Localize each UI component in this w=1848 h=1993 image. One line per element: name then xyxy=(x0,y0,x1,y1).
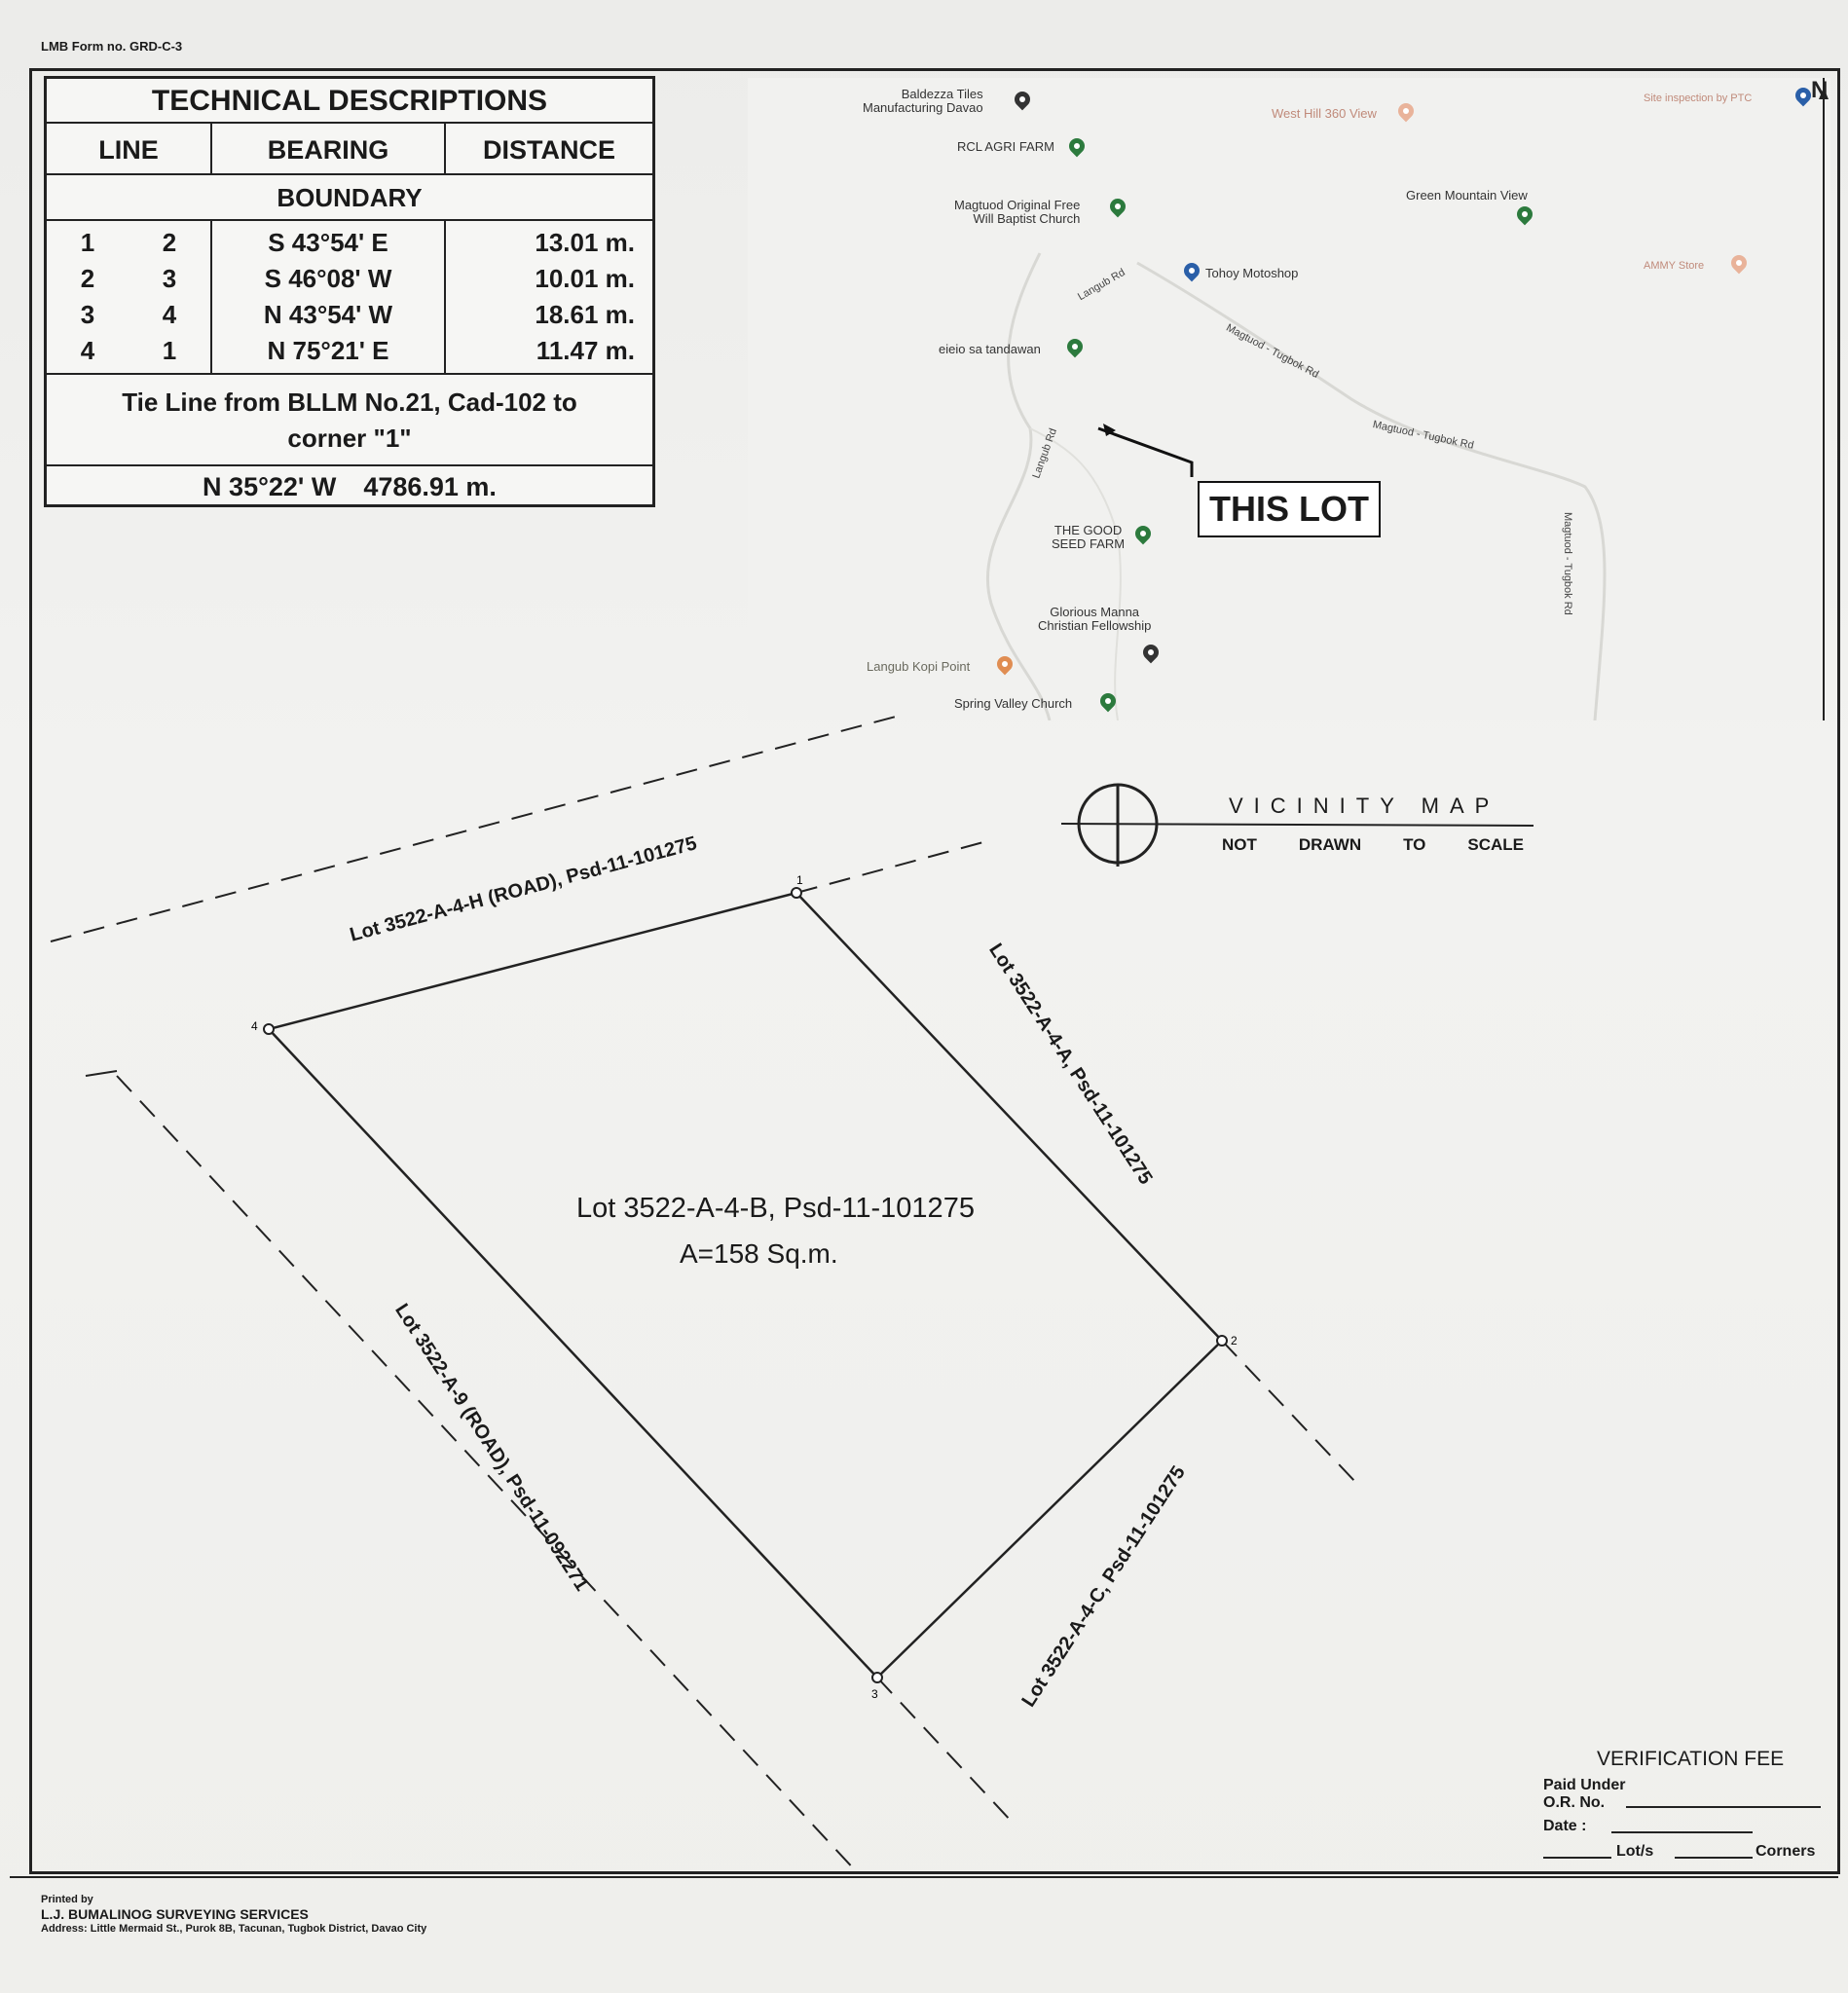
distance-cell: 18.61 m. xyxy=(535,300,635,329)
scale-word: NOT xyxy=(1222,835,1257,854)
distance-column: 13.01 m. 10.01 m. 18.61 m. 11.47 m. xyxy=(446,221,652,373)
line-to: 3 xyxy=(162,264,177,293)
header-distance: DISTANCE xyxy=(482,135,615,165)
poi-eieio: eieio sa tandawan xyxy=(939,342,1041,356)
line-from: 1 xyxy=(80,228,95,257)
corners-label: Corners xyxy=(1756,1843,1816,1860)
lot-main-name: Lot 3522-A-4-B, Psd-11-101275 xyxy=(576,1193,975,1224)
header-line: LINE xyxy=(47,124,212,173)
bearing-cell: N 75°21' E xyxy=(267,336,389,365)
vicinity-map-title: VICINITY MAP xyxy=(1229,794,1500,818)
distance-cell: 13.01 m. xyxy=(535,228,635,257)
line-from: 3 xyxy=(80,300,95,329)
distance-cell: 11.47 m. xyxy=(536,336,635,365)
distance-cell: 10.01 m. xyxy=(535,264,635,293)
scale-note: NOT DRAWN TO SCALE xyxy=(1222,835,1524,855)
bearing-cell: S 43°54' E xyxy=(268,228,388,257)
poi-green-mountain: Green Mountain View xyxy=(1406,188,1528,203)
verification-title: VERIFICATION FEE xyxy=(1597,1748,1785,1770)
or-no-field xyxy=(1626,1806,1821,1808)
tie-distance: 4786.91 m. xyxy=(363,472,497,501)
line-from: 4 xyxy=(80,336,95,365)
surveyor-name: L.J. BUMALINOG SURVEYING SERVICES xyxy=(41,1906,309,1922)
date-label: Date : xyxy=(1543,1818,1587,1834)
date-field xyxy=(1611,1831,1753,1833)
poi-spring-valley: Spring Valley Church xyxy=(954,696,1073,711)
road-label: Magtuod - Tugbok Rd xyxy=(1562,512,1573,615)
tie-line-text-2: corner "1" xyxy=(287,424,412,453)
tie-bearing: N 35°22' W xyxy=(203,472,337,501)
paid-under-label: Paid Under xyxy=(1543,1777,1626,1793)
form-number: LMB Form no. GRD-C-3 xyxy=(41,39,183,54)
tie-line-values: N 35°22' W 4786.91 m. xyxy=(47,466,652,504)
tie-line-text-1: Tie Line from BLLM No.21, Cad-102 to xyxy=(122,388,577,417)
north-letter: N xyxy=(1811,78,1829,103)
lots-field xyxy=(1543,1857,1611,1859)
bearing-cell: S 46°08' W xyxy=(264,264,392,293)
table-title: TECHNICAL DESCRIPTIONS xyxy=(47,79,652,124)
lot-main-area: A=158 Sq.m. xyxy=(680,1238,838,1269)
poi-tohoy-motoshop: Tohoy Motoshop xyxy=(1205,266,1299,280)
surveyor-address: Address: Little Mermaid St., Purok 8B, T… xyxy=(41,1923,427,1935)
technical-descriptions-table: TECHNICAL DESCRIPTIONS LINE BEARING DIST… xyxy=(44,76,655,507)
bearing-cell: N 43°54' W xyxy=(263,300,393,329)
map-roads xyxy=(985,78,1829,720)
plan-border xyxy=(29,68,1840,1874)
tie-line-description: Tie Line from BLLM No.21, Cad-102 to cor… xyxy=(47,375,652,466)
poi-westhill: West Hill 360 View xyxy=(1272,106,1377,121)
poi-ammy-store: AMMY Store xyxy=(1644,260,1705,272)
poi-langub-kopi: Langub Kopi Point xyxy=(867,659,971,674)
or-no-label: O.R. No. xyxy=(1543,1794,1606,1811)
line-to: 2 xyxy=(162,228,177,257)
line-from: 2 xyxy=(80,264,95,293)
lots-label: Lot/s xyxy=(1616,1843,1654,1860)
printed-by-label: Printed by xyxy=(41,1894,93,1905)
this-lot-callout: THIS LOT xyxy=(1198,481,1381,537)
header-bearing: BEARING xyxy=(212,124,446,173)
scale-word: DRAWN xyxy=(1298,835,1362,854)
table-header-row: LINE BEARING DISTANCE xyxy=(47,124,652,175)
line-to: 4 xyxy=(162,300,177,329)
bearing-column: S 43°54' E S 46°08' W N 43°54' W N 75°21… xyxy=(212,221,446,373)
poi-rcl-agri: RCL AGRI FARM xyxy=(957,139,1054,154)
this-lot-pointer xyxy=(1097,426,1194,477)
corners-field xyxy=(1675,1857,1753,1859)
scale-word: SCALE xyxy=(1467,835,1524,854)
this-lot-marker xyxy=(1103,424,1116,436)
line-to: 1 xyxy=(162,336,177,365)
poi-site-inspection: Site inspection by PTC xyxy=(1644,92,1753,104)
north-arrow-icon xyxy=(1819,88,1829,99)
section-boundary: BOUNDARY xyxy=(47,175,652,221)
scale-word: TO xyxy=(1403,835,1426,854)
